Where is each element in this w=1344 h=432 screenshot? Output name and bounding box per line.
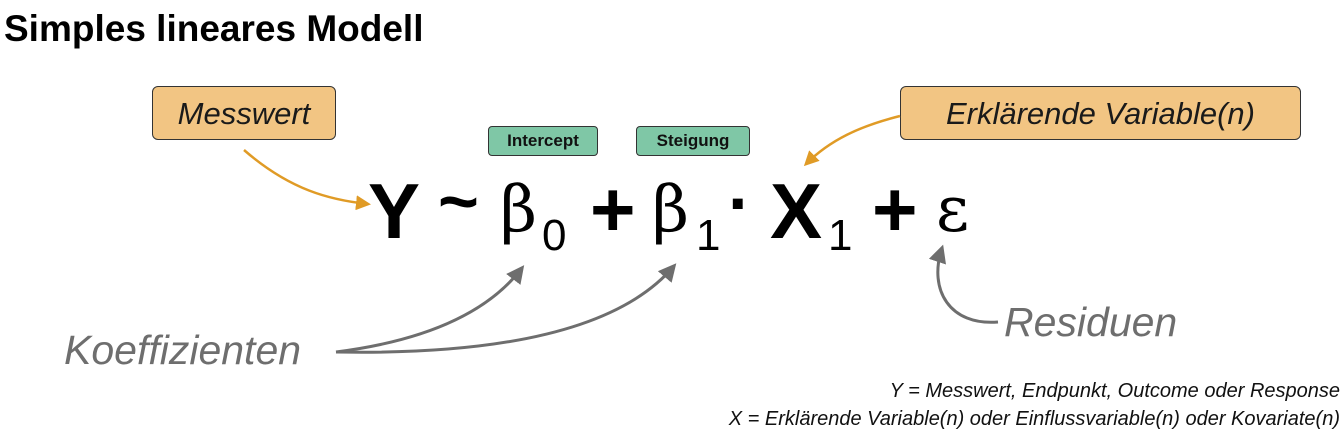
y-definition-note: Y = Messwert, Endpunkt, Outcome oder Res… (889, 380, 1340, 402)
equation-x: X (770, 167, 823, 255)
page-title: Simples lineares Modell (4, 8, 424, 49)
arrow-messwert-to-y (243, 149, 371, 211)
x-definition-note: X = Erklärende Variable(n) oder Einfluss… (728, 408, 1340, 430)
steigung-label-box: Steigung (636, 126, 750, 156)
equation-beta0: β (500, 173, 537, 247)
equation-epsilon: ε (936, 173, 970, 247)
equation-dot: · (728, 164, 752, 242)
erklaerende-variable-label: Erklärende Variable(n) (945, 95, 1255, 131)
koeffizienten-label: Koeffizienten (64, 327, 302, 373)
equation-plus-1: + (590, 165, 636, 253)
equation-plus-2: + (872, 165, 918, 253)
residuen-label: Residuen (1004, 299, 1178, 345)
messwert-label: Messwert (177, 95, 311, 131)
arrow-koeff-to-beta0 (335, 265, 525, 354)
messwert-label-box: Messwert (152, 86, 336, 140)
erklaerende-variable-label-box: Erklärende Variable(n) (900, 86, 1301, 140)
arrow-residuen-to-epsilon (928, 244, 999, 324)
equation-tilde: ~ (438, 162, 479, 240)
steigung-label: Steigung (656, 131, 730, 150)
equation-subscript-1-beta: 1 (696, 211, 721, 260)
intercept-label-box: Intercept (488, 126, 598, 156)
equation-subscript-0: 0 (542, 211, 567, 260)
arrow-erklaerend-to-x (803, 114, 901, 167)
arrow-koeff-to-beta1 (335, 263, 677, 354)
equation-beta1: β (652, 173, 689, 247)
intercept-label: Intercept (507, 131, 579, 150)
equation-y: Y (368, 167, 421, 255)
equation-subscript-1-x: 1 (828, 211, 853, 260)
